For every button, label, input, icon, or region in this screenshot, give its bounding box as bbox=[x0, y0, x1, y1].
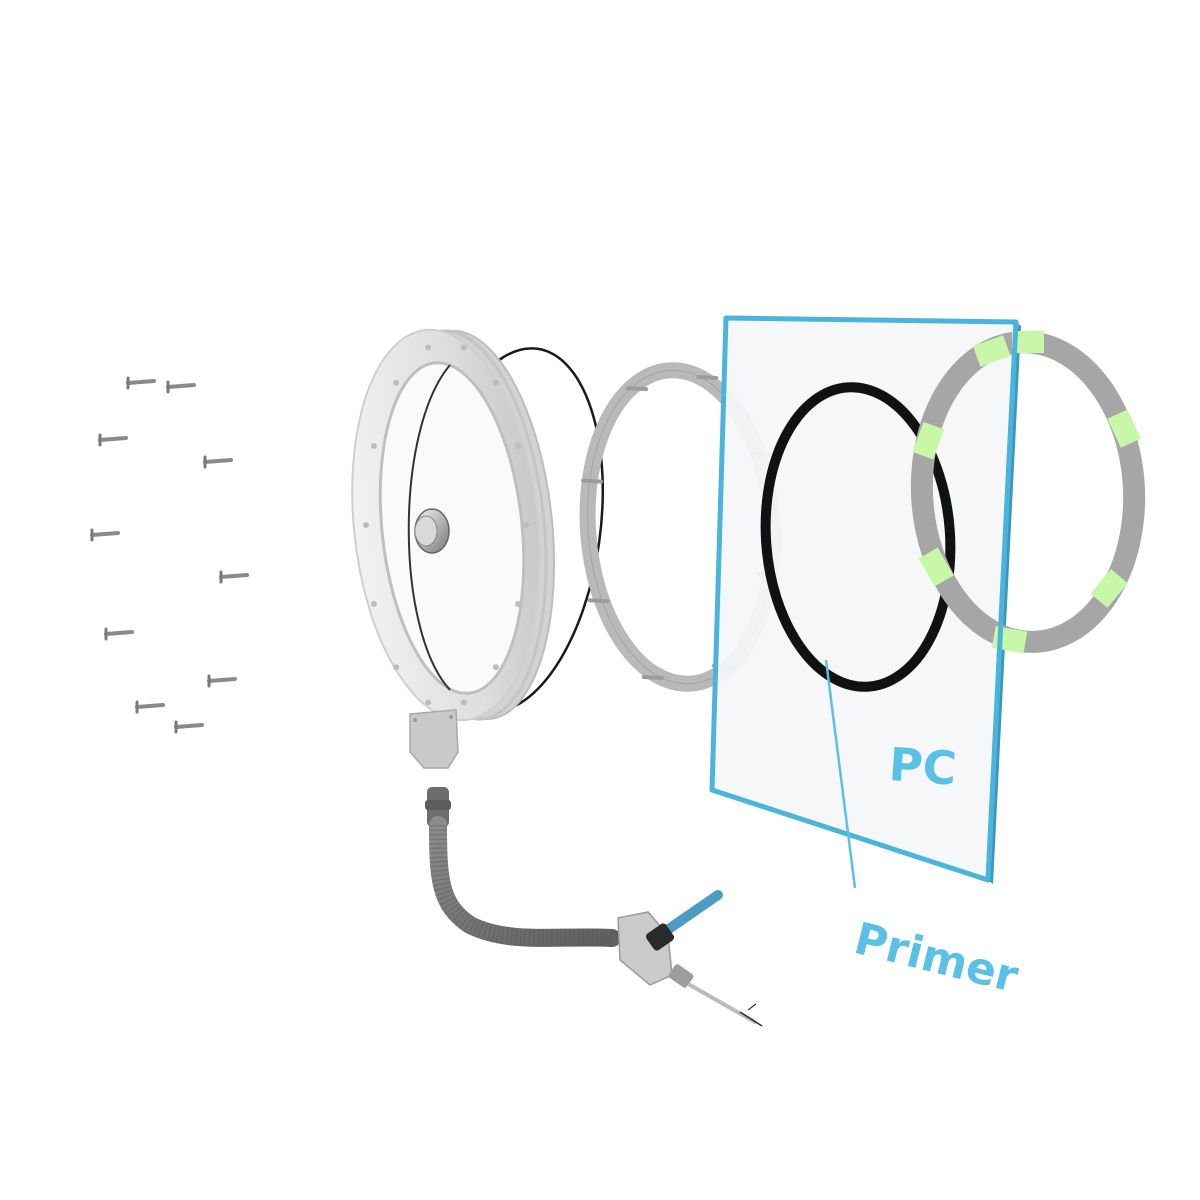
bolt-hole bbox=[492, 664, 499, 671]
screw bbox=[203, 455, 233, 469]
bolt-hole bbox=[460, 699, 467, 706]
adhesive-pad bbox=[972, 335, 1011, 367]
ring-pin bbox=[626, 386, 649, 392]
junction-box bbox=[409, 709, 459, 769]
adhesive-ring bbox=[910, 331, 1146, 654]
primer-leader-line bbox=[824, 659, 857, 889]
screw bbox=[166, 380, 196, 394]
blue-tube bbox=[655, 890, 723, 940]
ring-pin bbox=[641, 674, 664, 680]
ring-pin bbox=[581, 478, 604, 484]
screw bbox=[104, 627, 134, 641]
probe-wire bbox=[688, 983, 757, 1024]
pc-panel bbox=[709, 315, 1021, 884]
bolt-hole bbox=[370, 600, 377, 607]
ring-pin bbox=[696, 375, 719, 381]
adhesive-pads bbox=[912, 331, 1141, 654]
adhesive-pad bbox=[1012, 331, 1044, 353]
cable-assembly bbox=[425, 787, 763, 1027]
primer-ring bbox=[760, 382, 956, 692]
bolt-hole bbox=[425, 344, 432, 351]
screw bbox=[90, 528, 120, 542]
bolt-hole bbox=[393, 664, 400, 671]
ring-pin bbox=[587, 598, 610, 604]
screw bbox=[126, 376, 156, 390]
bolt-hole bbox=[523, 522, 529, 528]
screw bbox=[219, 570, 249, 584]
screws-group bbox=[90, 376, 249, 734]
bolt-hole bbox=[460, 344, 467, 351]
bolt-hole bbox=[515, 443, 522, 450]
label-primer: Primer bbox=[849, 913, 1023, 1003]
housing bbox=[351, 328, 556, 769]
screw bbox=[174, 720, 204, 734]
adhesive-pad bbox=[912, 421, 945, 460]
bolt-hole bbox=[515, 600, 522, 607]
screw bbox=[98, 433, 128, 447]
adhesive-pad bbox=[918, 547, 954, 587]
bolt-hole bbox=[363, 522, 369, 528]
cable-fitting bbox=[617, 911, 673, 986]
bolt-hole bbox=[492, 379, 499, 386]
adhesive-pad bbox=[1090, 569, 1128, 608]
housing-bolt-holes bbox=[363, 344, 529, 706]
bolt-hole bbox=[425, 699, 432, 706]
flex-conduit bbox=[429, 816, 621, 947]
bolt-hole bbox=[393, 379, 400, 386]
bolt-hole bbox=[370, 443, 377, 450]
label-pc: PC bbox=[887, 737, 958, 796]
screw bbox=[135, 700, 165, 714]
adhesive-pad bbox=[1107, 409, 1141, 448]
screw bbox=[207, 674, 237, 688]
